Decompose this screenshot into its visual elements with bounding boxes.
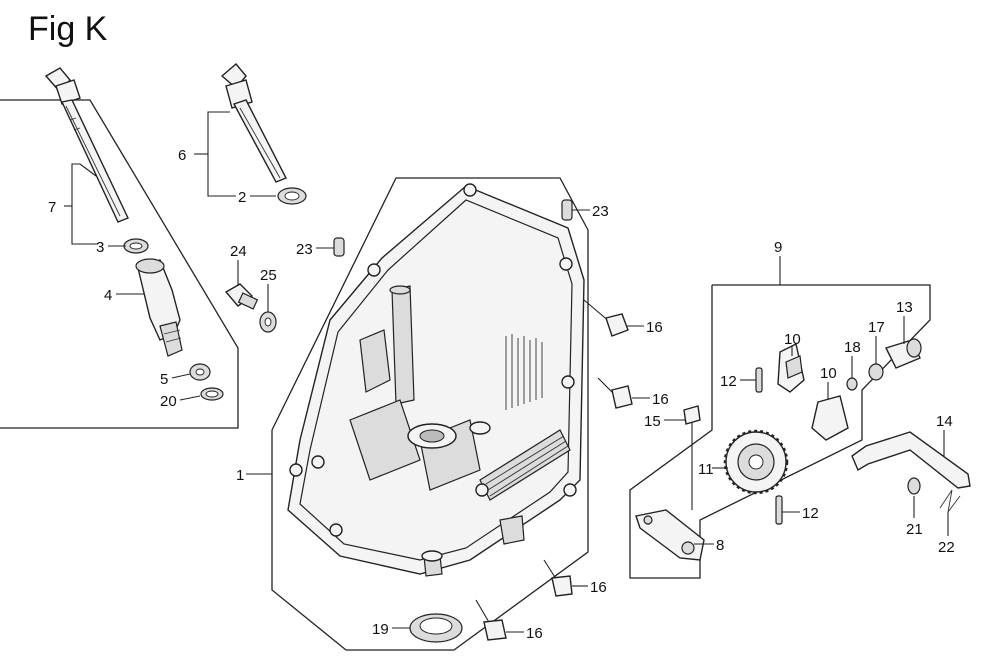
callout-16-c: 16: [590, 579, 607, 596]
callout-10-a: 10: [784, 331, 801, 348]
pin-part-12-lower: [775, 495, 783, 525]
callout-16-a: 16: [646, 319, 663, 336]
callout-9: 9: [774, 239, 782, 256]
callout-15: 15: [644, 413, 661, 430]
governor-group-frame: [629, 284, 931, 579]
callout-7: 7: [48, 199, 56, 216]
leader-lines: [64, 111, 949, 633]
callout-23-right: 23: [592, 203, 609, 220]
governor-shaft-part-15: [683, 405, 701, 510]
callout-8: 8: [716, 537, 724, 554]
governor-weight-part-10-a: [777, 342, 805, 393]
oil-seal-part-19: [409, 613, 463, 643]
callout-10-b: 10: [820, 365, 837, 382]
callout-labels: 7 3 4 5 20 6 2 24 25 23 23 1 16 16 16 16…: [48, 147, 955, 642]
callout-14: 14: [936, 413, 953, 430]
flange-bolt-part-16-a: [583, 299, 629, 337]
seal-part-5: [189, 363, 211, 381]
flange-bolt-part-16-c: [543, 559, 573, 597]
callout-20: 20: [160, 393, 177, 410]
callout-13: 13: [896, 299, 913, 316]
drain-bolt-part-24: [224, 283, 259, 310]
crankcase-group-frame: [271, 177, 589, 651]
callout-3: 3: [96, 239, 104, 256]
callout-2: 2: [238, 189, 246, 206]
flange-bolt-part-16-d: [475, 599, 507, 641]
washer-part-18: [846, 377, 858, 391]
callout-17: 17: [868, 319, 885, 336]
clip-part-22: [939, 489, 961, 513]
callout-22: 22: [938, 539, 955, 556]
gasket-part-2: [277, 187, 307, 205]
governor-gear-part-11: [723, 429, 789, 495]
o-ring-part-20: [200, 387, 224, 401]
callout-1: 1: [236, 467, 244, 484]
clip-part-17: [868, 363, 884, 381]
callout-21: 21: [906, 521, 923, 538]
dipstick-part-6: [220, 63, 287, 183]
callout-18: 18: [844, 339, 861, 356]
washer-part-25: [259, 311, 277, 333]
dipstick-assembly-part-7: [44, 67, 129, 223]
callout-11: 11: [698, 461, 714, 478]
crankcase-cover-part-1: [287, 183, 585, 577]
governor-arm-part-14: [851, 431, 971, 489]
washer-part-21: [907, 477, 921, 495]
governor-weight-part-10-b: [811, 395, 849, 441]
dowel-pin-part-23-left: [333, 237, 345, 257]
governor-arm-part-8: [635, 509, 705, 561]
oil-filler-tube-part-4: [135, 258, 183, 357]
flange-bolt-part-16-b: [597, 377, 633, 409]
dowel-pin-part-23-right: [561, 199, 573, 221]
o-ring-part-3: [123, 238, 149, 254]
callout-12-upper: 12: [720, 373, 737, 390]
callout-16-b: 16: [652, 391, 669, 408]
callout-19: 19: [372, 621, 389, 638]
slider-part-13: [885, 338, 922, 369]
callout-16-d: 16: [526, 625, 543, 642]
callout-23-left: 23: [296, 241, 313, 258]
callout-4: 4: [104, 287, 112, 304]
figure-title: Fig K: [28, 10, 108, 48]
callout-25: 25: [260, 267, 277, 284]
pin-part-12-upper: [755, 367, 763, 393]
callout-6: 6: [178, 147, 186, 164]
callout-24: 24: [230, 243, 247, 260]
callout-12-lower: 12: [802, 505, 819, 522]
callout-5: 5: [160, 371, 168, 388]
